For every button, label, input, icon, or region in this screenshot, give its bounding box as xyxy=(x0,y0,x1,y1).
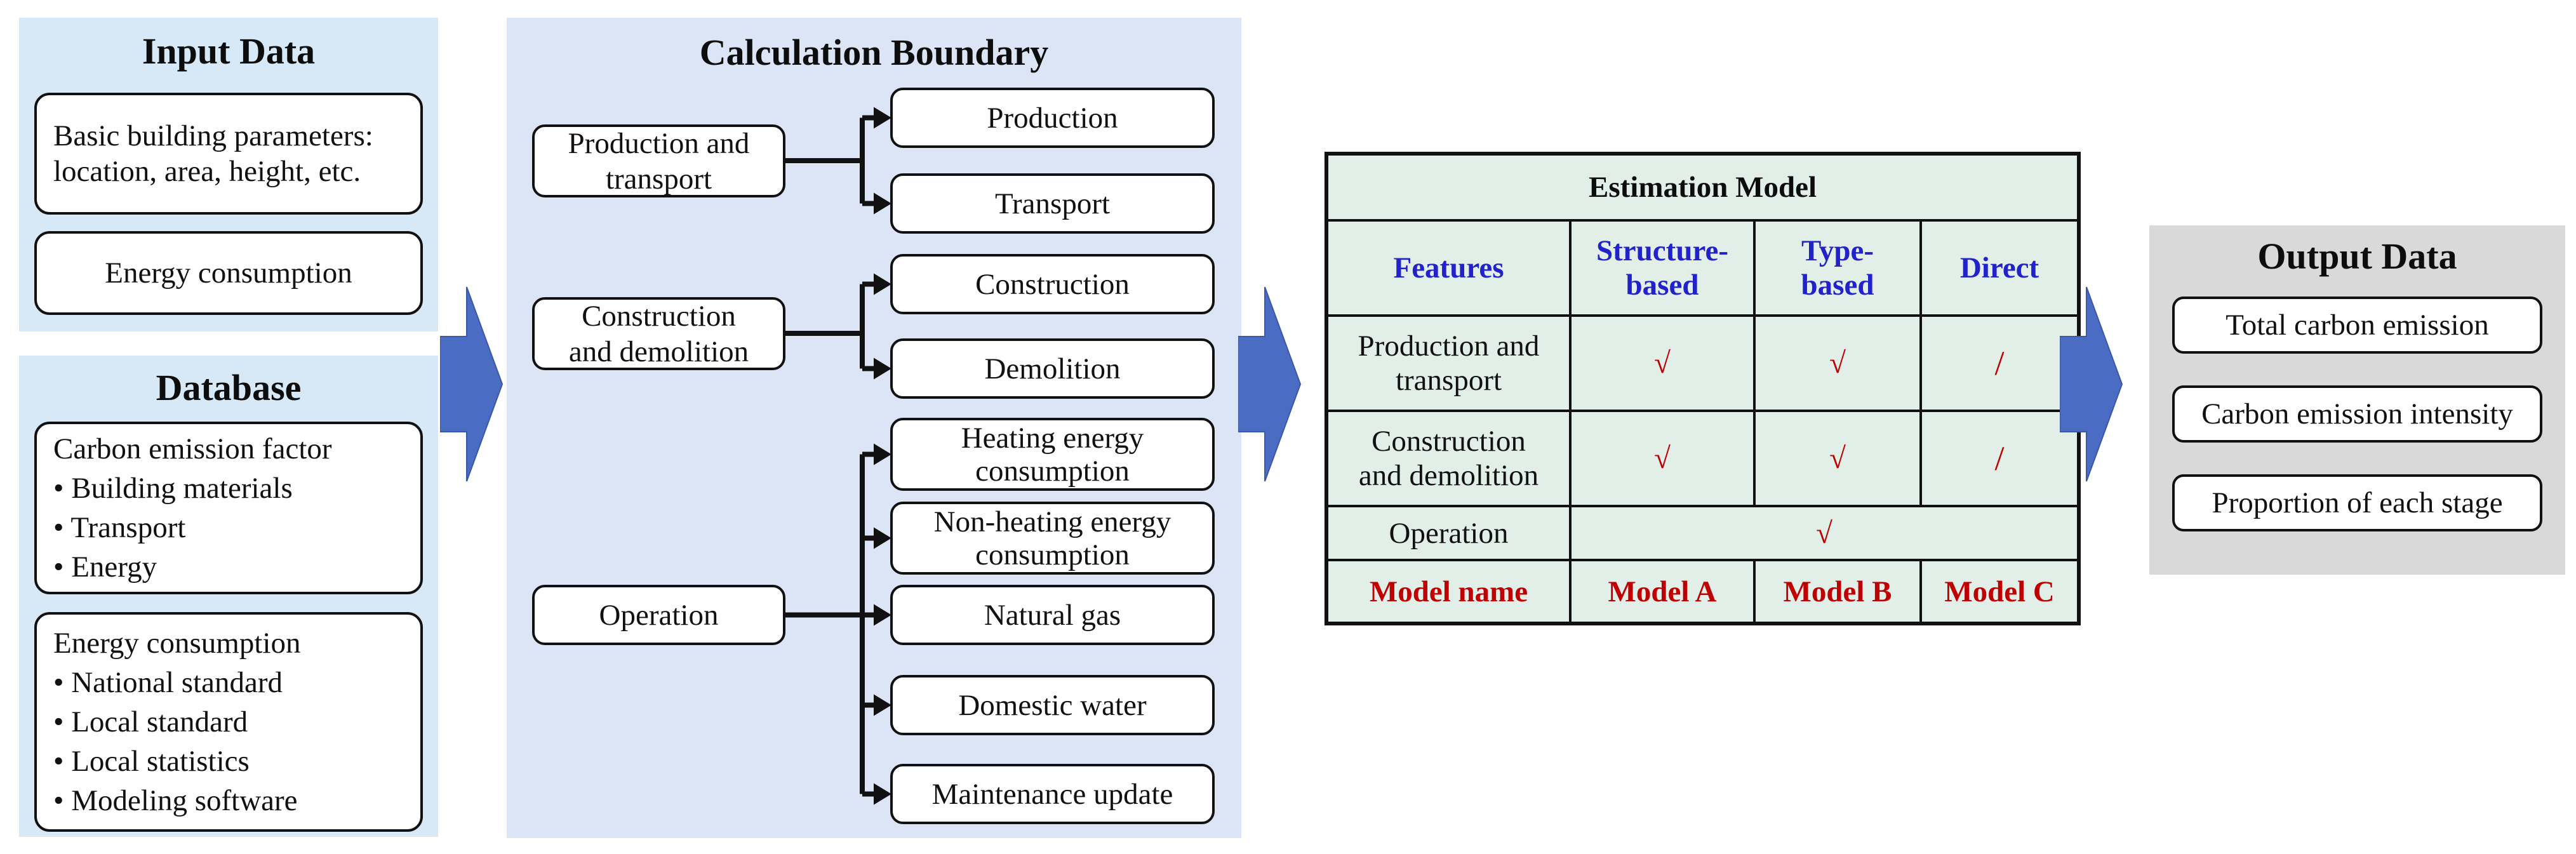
bullet-item: • Energy xyxy=(53,550,157,584)
output-data-title: Output Data xyxy=(2257,236,2457,277)
check-mark: √ xyxy=(1569,410,1756,507)
row-label-production-transport: Production and transport xyxy=(1325,314,1572,412)
connector-lines xyxy=(785,107,891,805)
flow-arrow-icon xyxy=(1238,286,1302,482)
bullet-item: • Local statistics xyxy=(53,745,250,778)
database-box-energy-consumption: Energy consumption • National standard •… xyxy=(34,612,423,832)
calc-right-box-heating-energy: Heating energy consumption xyxy=(890,418,1215,491)
calc-right-box-maintenance-update: Maintenance update xyxy=(890,764,1215,824)
slash-mark: / xyxy=(1919,314,2081,412)
calc-right-box-construction: Construction xyxy=(890,254,1215,314)
model-name-label: Model name xyxy=(1325,559,1572,625)
calc-left-box-production-transport: Production and transport xyxy=(532,124,785,197)
calc-right-box-demolition: Demolition xyxy=(890,338,1215,399)
check-mark: √ xyxy=(1753,314,1922,412)
bullet-item: • Local standard xyxy=(53,705,248,738)
database-title: Database xyxy=(156,367,302,408)
column-header-features: Features xyxy=(1325,219,1572,317)
panel-input-data: Input Data Basic building parameters: lo… xyxy=(19,18,438,331)
input-box-basic-parameters: Basic building parameters: location, are… xyxy=(34,93,423,215)
slash-mark: / xyxy=(1919,410,2081,507)
calc-right-box-transport: Transport xyxy=(890,173,1215,234)
column-header-structure-based: Structure- based xyxy=(1569,219,1756,317)
model-a-cell: Model A xyxy=(1569,559,1756,625)
check-mark: √ xyxy=(1753,410,1922,507)
panel-calculation-boundary: Calculation Boundary xyxy=(507,18,1241,838)
row-label-construction-demolition: Construction and demolition xyxy=(1325,410,1572,507)
estimation-model-title: Estimation Model xyxy=(1325,152,2081,222)
bullet-item: • National standard xyxy=(53,666,283,699)
calculation-boundary-title: Calculation Boundary xyxy=(699,32,1049,73)
input-data-title: Input Data xyxy=(142,30,316,72)
column-header-type-based: Type- based xyxy=(1753,219,1922,317)
bullet-item: • Building materials xyxy=(53,472,293,505)
bullet-item: • Modeling software xyxy=(53,784,298,817)
panel-output-data: Output Data Total carbon emission Carbon… xyxy=(2149,225,2565,575)
calc-right-box-natural-gas: Natural gas xyxy=(890,585,1215,645)
estimation-model-table: Estimation Model Features Structure- bas… xyxy=(1325,152,2081,625)
output-box-total-carbon-emission: Total carbon emission xyxy=(2172,297,2542,354)
box-heading: Carbon emission factor xyxy=(53,432,332,465)
calc-right-box-production: Production xyxy=(890,88,1215,148)
row-label-operation: Operation xyxy=(1325,505,1572,561)
panel-database: Database Carbon emission factor • Buildi… xyxy=(19,356,438,837)
input-box-energy-consumption: Energy consumption xyxy=(34,231,423,315)
check-mark: √ xyxy=(1568,505,2081,561)
check-mark: √ xyxy=(1569,314,1756,412)
flow-arrow-icon xyxy=(2060,286,2123,482)
column-header-direct: Direct xyxy=(1919,219,2081,317)
output-box-proportion-each-stage: Proportion of each stage xyxy=(2172,474,2542,531)
box-heading: Energy consumption xyxy=(53,627,301,660)
model-c-cell: Model C xyxy=(1919,559,2081,625)
database-box-carbon-emission-factor: Carbon emission factor • Building materi… xyxy=(34,422,423,594)
calc-right-box-non-heating-energy: Non-heating energy consumption xyxy=(890,502,1215,575)
bullet-item: • Transport xyxy=(53,511,186,544)
calc-right-box-domestic-water: Domestic water xyxy=(890,675,1215,735)
calc-left-box-construction-demolition: Construction and demolition xyxy=(532,297,785,370)
model-b-cell: Model B xyxy=(1753,559,1922,625)
output-box-carbon-emission-intensity: Carbon emission intensity xyxy=(2172,385,2542,443)
flow-arrow-icon xyxy=(440,286,504,482)
calc-left-box-operation: Operation xyxy=(532,585,785,645)
